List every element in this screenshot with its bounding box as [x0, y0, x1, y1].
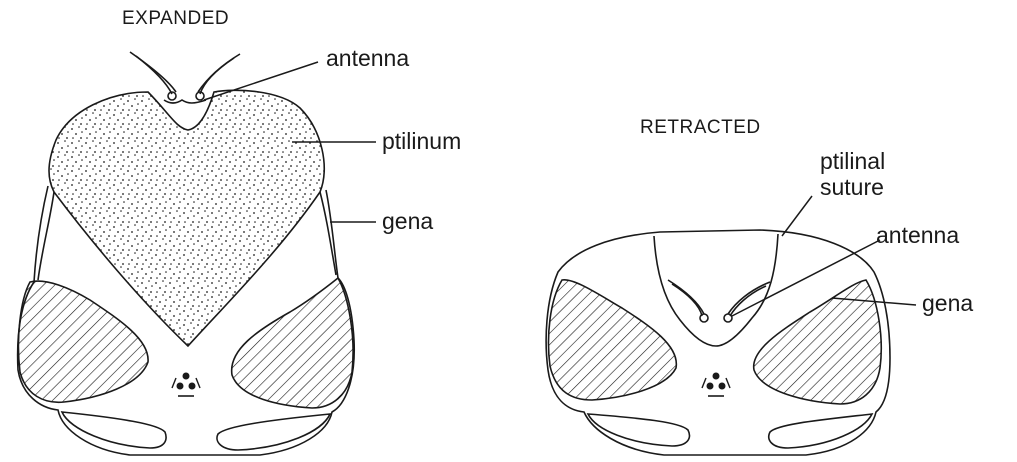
ptilinal-suture-label-line2: suture: [820, 174, 884, 200]
expanded-gena-left: [38, 192, 54, 280]
expanded-lower-plate-left: [62, 412, 166, 448]
retracted-lower-plate-right: [769, 414, 872, 448]
expanded-gena-label: gena: [382, 208, 433, 234]
retracted-antenna-base-right: [724, 314, 732, 322]
retracted-eye-left: [549, 280, 677, 400]
expanded-title: EXPANDED: [122, 8, 229, 30]
retracted-title: RETRACTED: [640, 117, 761, 139]
expanded-antenna-left: [130, 52, 176, 92]
retracted-antenna-label: antenna: [876, 222, 959, 248]
leader-ptilinal-suture: [782, 196, 812, 236]
retracted-ocelli: [702, 373, 730, 396]
retracted-antenna-base-left: [700, 314, 708, 322]
expanded-ocelli: [172, 373, 200, 396]
expanded-antenna-right-inner: [200, 58, 234, 94]
retracted-eye-right: [754, 280, 882, 404]
ptilinal-suture-label-line1: ptilinal: [820, 148, 885, 174]
expanded-head: [18, 52, 355, 455]
expanded-antenna-left-inner: [136, 56, 172, 94]
expanded-eye-right: [232, 278, 353, 408]
retracted-head: [546, 230, 890, 455]
retracted-lower-plate-left: [588, 414, 689, 446]
retracted-gena-label: gena: [922, 290, 973, 316]
expanded-eye-left: [18, 281, 148, 402]
expanded-antenna-label: antenna: [326, 45, 409, 71]
retracted-antenna-left-inner: [672, 284, 702, 316]
expanded-lower-plate-right: [217, 414, 330, 450]
ptilinum-label: ptilinum: [382, 128, 461, 154]
